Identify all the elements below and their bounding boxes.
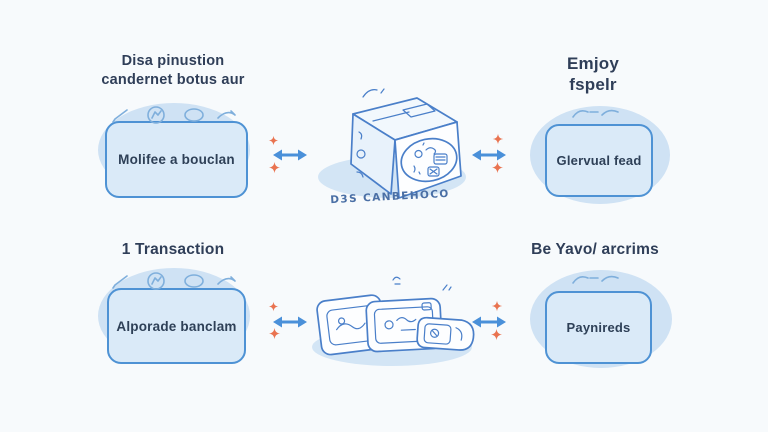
top-left-heading-line1: Disa pinustion	[121, 53, 225, 69]
double-arrow-icon	[272, 314, 308, 330]
double-arrow-icon	[272, 147, 308, 163]
top-left-heading-line2: candernet botus aur	[101, 72, 245, 89]
sparkle-icon	[268, 301, 279, 312]
sparkle-icon	[268, 135, 279, 146]
sparkle-icon	[491, 161, 504, 174]
sparkle-icon	[492, 133, 504, 145]
top-right-heading-line1: Emjoy	[566, 54, 620, 73]
top-right-heading: Emjoy fspelr	[537, 54, 649, 95]
sparkle-icon	[491, 300, 503, 312]
swoosh-arrow-icon	[217, 110, 236, 119]
stamp-circle-icon	[147, 272, 165, 290]
cube-illustration	[315, 80, 465, 202]
oval-icon	[184, 108, 204, 122]
doodle-icons-row	[110, 272, 238, 290]
sparkle-icon	[268, 327, 281, 340]
top-left-box-label: Molifee a bouclan	[118, 152, 235, 167]
top-left-heading: Disa pinustion candernet botus aur	[62, 52, 284, 90]
bottom-right-box-label: Paynireds	[566, 320, 631, 335]
top-right-box-label: Glervual fead	[556, 153, 642, 168]
sparkle-icon	[268, 161, 281, 174]
sparkle-icon	[490, 328, 503, 341]
top-right-box: Glervual fead	[545, 124, 653, 197]
doodle-icons-row	[110, 106, 238, 124]
top-left-box: Molifee a bouclan	[105, 121, 248, 198]
pencil-icon	[112, 275, 128, 289]
top-right-heading-line2: fspelr	[569, 74, 617, 94]
swoosh-arrow-icon	[217, 276, 236, 285]
bottom-left-box: Alporade banclam	[107, 288, 246, 364]
bottom-right-box: Paynireds	[545, 291, 652, 364]
glasses-doodle-icon	[570, 106, 622, 120]
double-arrow-icon	[471, 147, 507, 163]
oval-icon	[184, 274, 204, 288]
stamp-circle-icon	[147, 106, 165, 124]
pencil-icon	[112, 109, 128, 123]
bottom-left-box-label: Alporade banclam	[116, 318, 237, 334]
glasses-doodle-icon	[570, 272, 622, 286]
bottom-left-heading: 1 Transaction	[121, 241, 225, 258]
double-arrow-icon	[471, 314, 507, 330]
cards-illustration	[305, 272, 480, 372]
bottom-right-heading: Be Yavo/ arcrims	[531, 241, 659, 258]
